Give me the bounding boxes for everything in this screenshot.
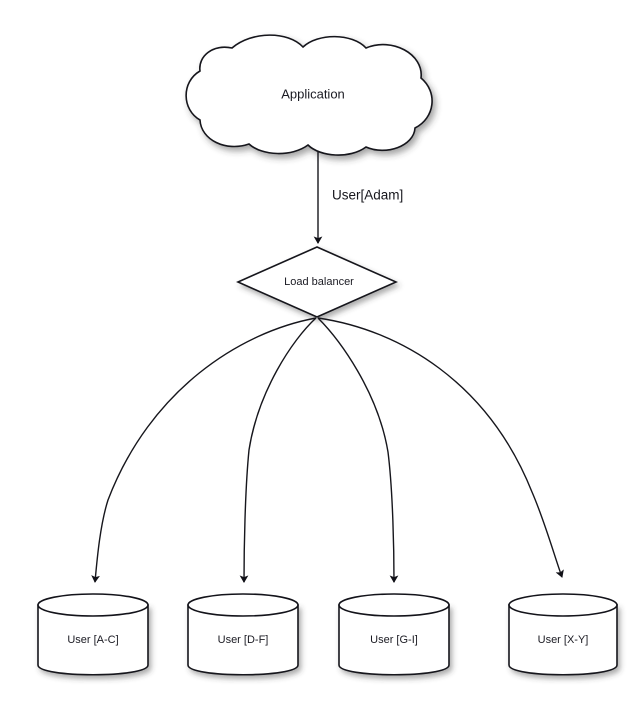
edge-balancer-to-db-x-y-line — [317, 317, 564, 578]
node-database-a-c[interactable]: User [A-C] — [37, 593, 149, 676]
cylinder-top-a-c — [37, 593, 149, 617]
edge-balancer-to-db-d-f-line — [239, 317, 317, 583]
edge-balancer-to-db-a-c-line — [91, 317, 317, 583]
node-load-balancer[interactable]: Load balancer — [236, 246, 398, 318]
node-database-d-f[interactable]: User [D-F] — [187, 593, 299, 676]
database-label-d-f: User [D-F] — [218, 634, 269, 646]
node-database-x-y[interactable]: User [X-Y] — [508, 593, 618, 676]
edge-balancer-to-db-d-f[interactable] — [239, 317, 317, 583]
edge-balancer-to-db-a-c[interactable] — [91, 317, 317, 583]
cylinder-body-x-y — [508, 604, 618, 676]
node-application-cloud[interactable]: Application — [185, 34, 433, 156]
edge-balancer-to-db-g-i[interactable] — [317, 317, 399, 583]
database-label-g-i: User [G-I] — [370, 634, 418, 646]
cylinder-top-x-y — [508, 593, 618, 617]
node-database-g-i[interactable]: User [G-I] — [338, 593, 450, 676]
cylinder-body-d-f — [187, 604, 299, 676]
cylinder-top-g-i — [338, 593, 450, 617]
edge-cloud-to-balancer[interactable]: User[Adam] — [313, 152, 403, 244]
database-label-x-y: User [X-Y] — [538, 634, 589, 646]
cloud-shape — [185, 34, 433, 156]
cylinder-body-a-c — [37, 604, 149, 676]
edge-label-user-adam: User[Adam] — [332, 188, 403, 203]
diamond-shape — [236, 246, 398, 318]
edge-balancer-to-db-g-i-line — [317, 317, 399, 583]
edge-balancer-to-db-x-y[interactable] — [317, 317, 564, 578]
cylinder-body-g-i — [338, 604, 450, 676]
cylinder-top-d-f — [187, 593, 299, 617]
load-balancer-label: Load balancer — [284, 276, 354, 288]
database-label-a-c: User [A-C] — [67, 634, 118, 646]
cloud-label: Application — [281, 86, 345, 101]
